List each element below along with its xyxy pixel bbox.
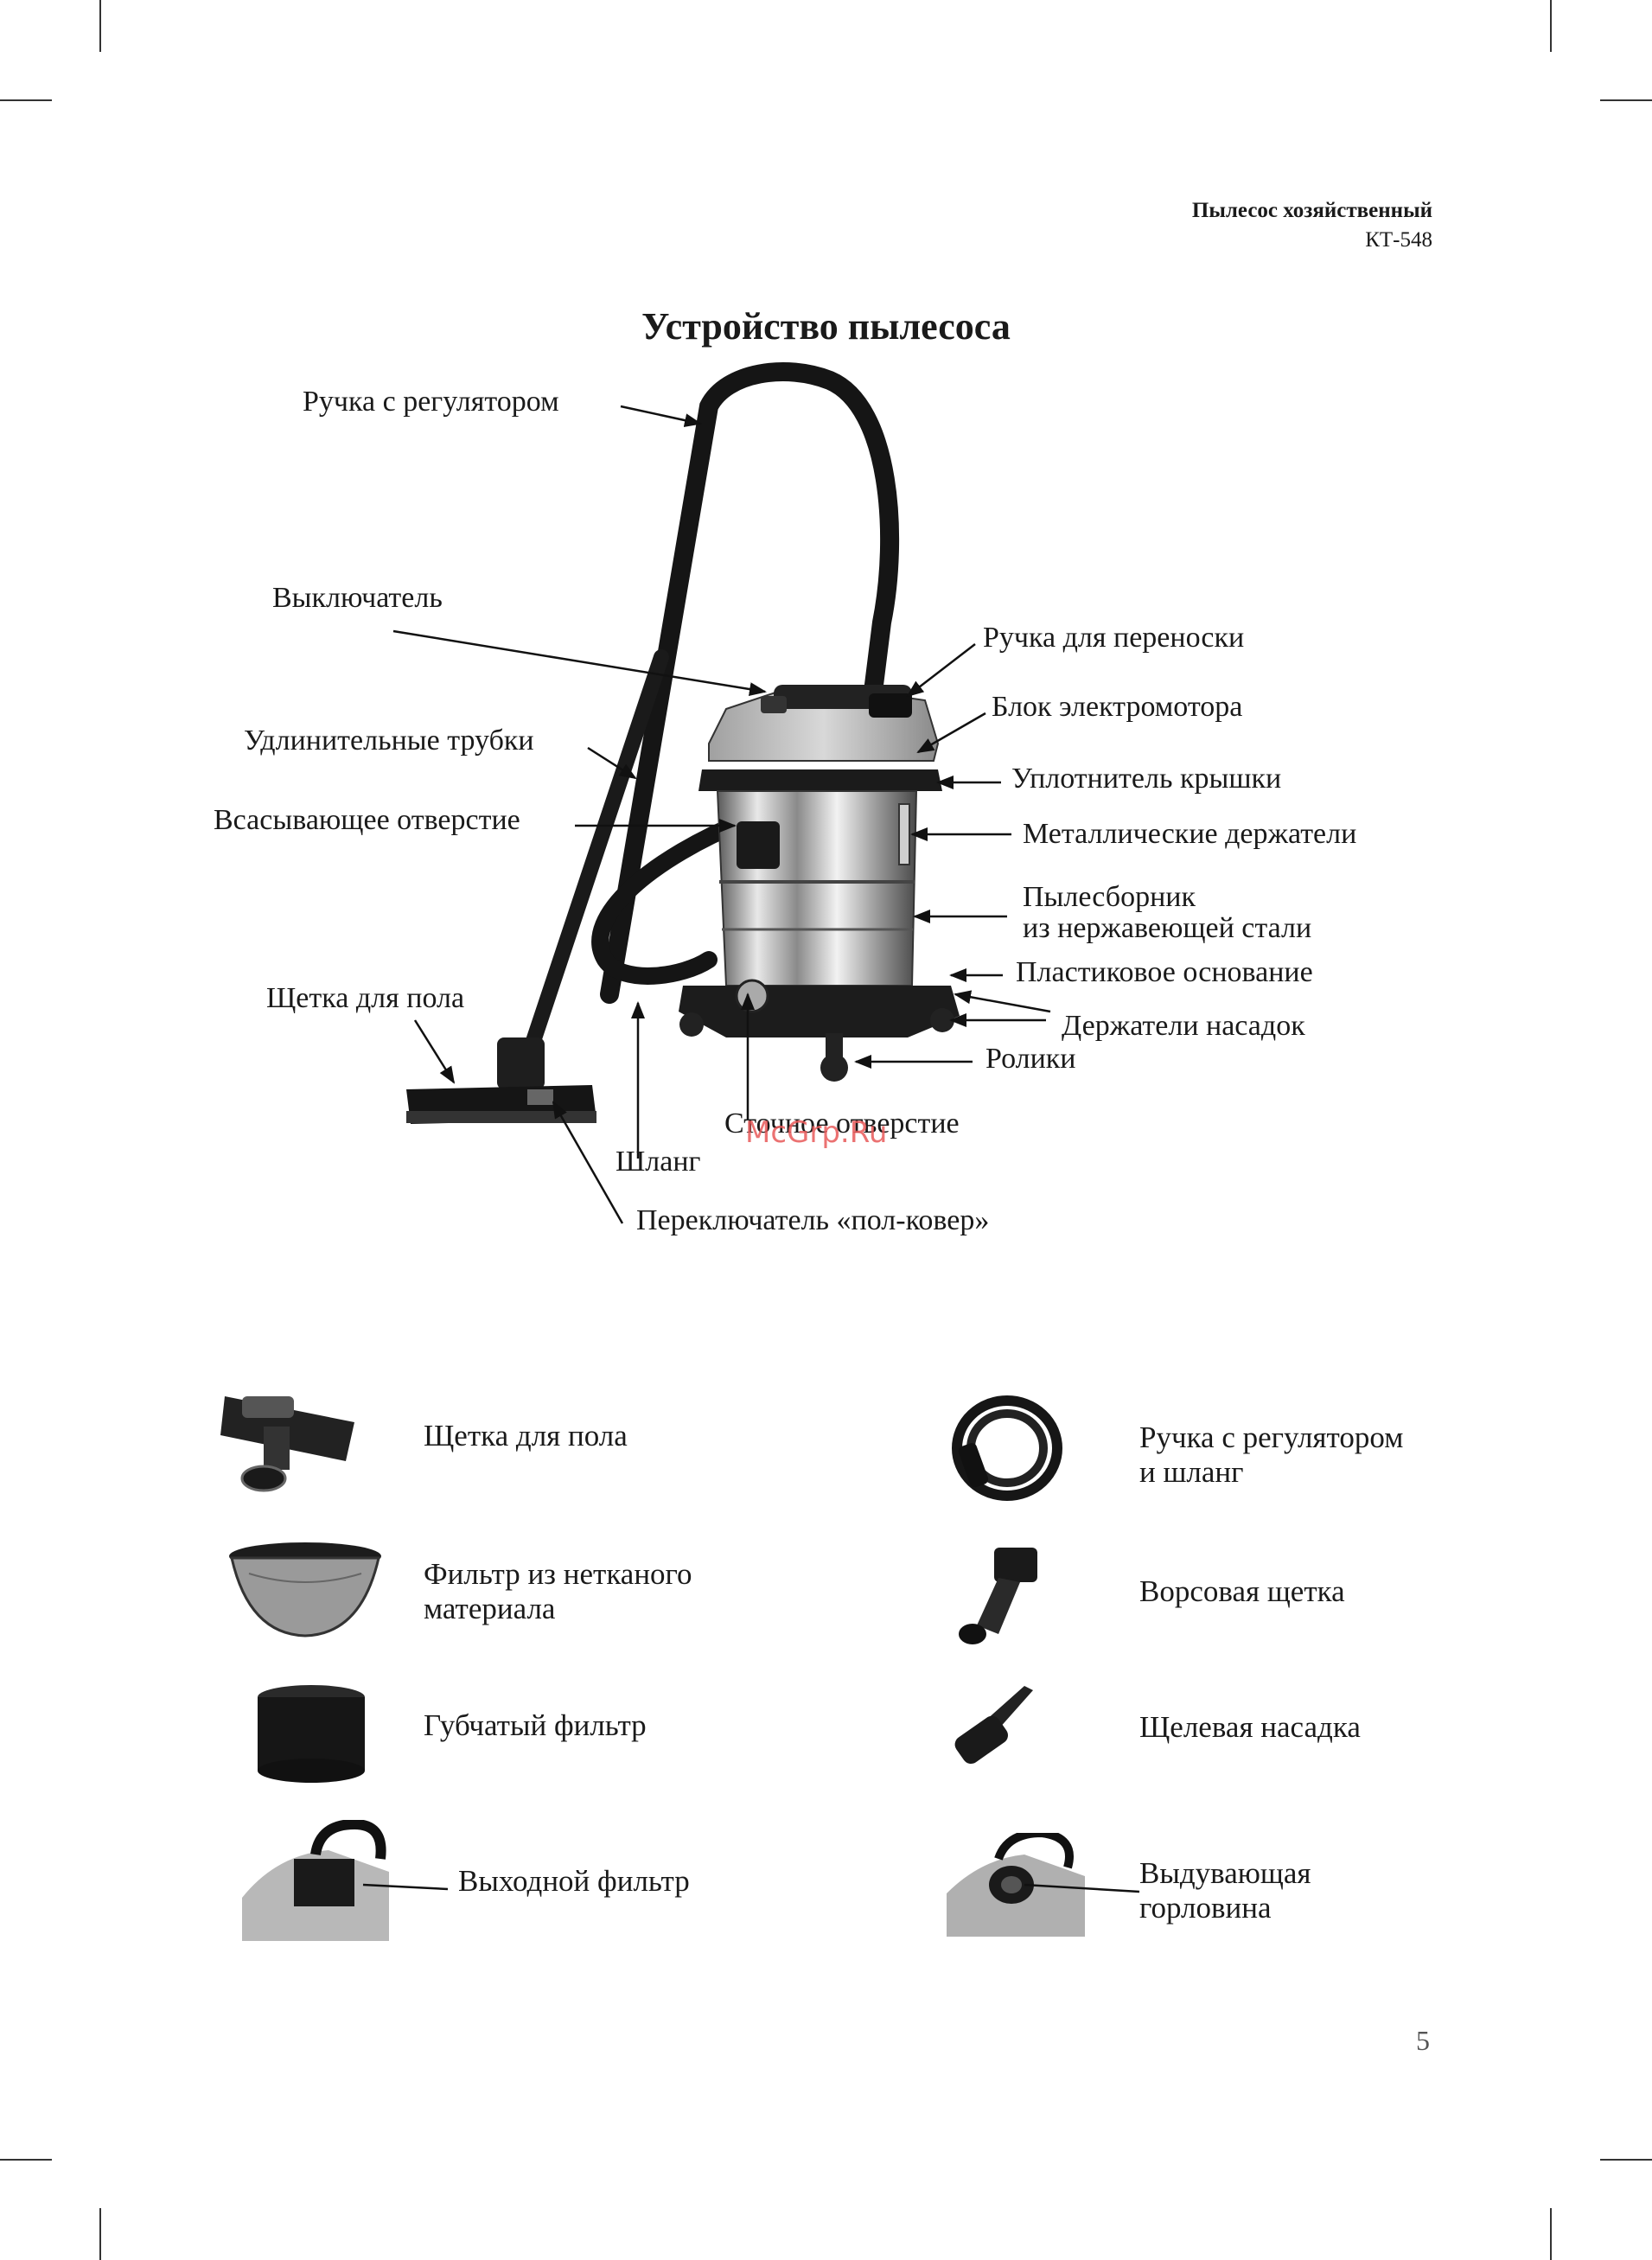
handle-hose-thumbnail — [952, 1395, 1062, 1501]
acc-bristle-brush: Ворсовая щетка — [1139, 1574, 1345, 1608]
label-plastic-base: Пластиковое основание — [1016, 956, 1313, 988]
label-switch: Выключатель — [272, 582, 443, 614]
floor-brush-thumbnail — [220, 1396, 354, 1492]
crop-mark — [99, 0, 101, 52]
extension-tube — [524, 649, 669, 1054]
header-product: Пылесос хозяйственный — [1191, 199, 1432, 222]
label-lid-seal: Уплотнитель крышки — [1011, 763, 1282, 795]
crop-mark — [99, 2208, 101, 2260]
label-motor-unit: Блок электромотора — [992, 691, 1243, 723]
label-suction-inlet: Всасывающее отверстие — [214, 804, 520, 836]
hose-loop — [600, 362, 900, 1004]
label-rollers: Ролики — [985, 1043, 1076, 1075]
acc-handle-hose: Ручка с регулятором — [1139, 1420, 1404, 1454]
outlet-filter-thumbnail — [242, 1820, 389, 1941]
accessory-leaders — [362, 1883, 1140, 1893]
nonwoven-filter-thumbnail — [229, 1542, 381, 1638]
acc-outlet-filter: Выходной фильтр — [458, 1864, 690, 1898]
crop-mark — [1600, 99, 1652, 101]
label-floor-brush: Щетка для пола — [266, 982, 465, 1014]
crop-mark — [0, 2159, 52, 2161]
crop-mark — [1550, 0, 1552, 52]
header-model: КТ-548 — [1365, 228, 1432, 252]
vacuum-body — [679, 685, 960, 1082]
page-title: Устройство пылесоса — [641, 305, 1011, 348]
label-handle-regulator: Ручка с регулятором — [303, 386, 559, 418]
crop-mark — [1550, 2208, 1552, 2260]
label-floor-carpet-switch: Переключатель «пол-ковер» — [636, 1204, 990, 1236]
acc-handle-hose-2: и шланг — [1139, 1455, 1244, 1489]
acc-sponge-filter: Губчатый фильтр — [424, 1708, 647, 1742]
crevice-nozzle-thumbnail — [954, 1686, 1033, 1765]
sponge-filter-thumbnail — [258, 1685, 365, 1783]
label-dust-container-2: из нержавеющей стали — [1023, 912, 1312, 944]
acc-floor-brush: Щетка для пола — [424, 1419, 628, 1452]
label-metal-clamps: Металлические держатели — [1023, 818, 1357, 850]
acc-blowing-outlet-2: горловина — [1139, 1891, 1272, 1925]
label-dust-container: Пылесборник — [1023, 881, 1196, 913]
label-nozzle-holders: Держатели насадок — [1062, 1010, 1305, 1042]
page-number: 5 — [1416, 2025, 1430, 2056]
hose-coil — [591, 813, 752, 985]
watermark: McGrp.Ru — [745, 1115, 888, 1150]
label-hose: Шланг — [616, 1146, 701, 1178]
acc-blowing-outlet: Выдувающая — [1139, 1856, 1311, 1890]
acc-nonwoven-filter: Фильтр из нетканого — [424, 1557, 692, 1591]
vacuum-diagram — [392, 362, 1051, 1224]
acc-nonwoven-filter-2: материала — [424, 1592, 556, 1625]
floor-brush — [406, 1037, 596, 1124]
crop-mark — [1600, 2159, 1652, 2161]
label-carry-handle: Ручка для переноски — [983, 622, 1245, 654]
bristle-brush-thumbnail — [959, 1548, 1037, 1644]
label-drain-hole: Сточное отверстие — [724, 1108, 960, 1140]
acc-crevice-nozzle: Щелевая насадка — [1139, 1710, 1361, 1744]
blowing-outlet-thumbnail — [947, 1833, 1085, 1937]
label-extension-tubes: Удлинительные трубки — [244, 725, 534, 757]
crop-mark — [0, 99, 52, 101]
